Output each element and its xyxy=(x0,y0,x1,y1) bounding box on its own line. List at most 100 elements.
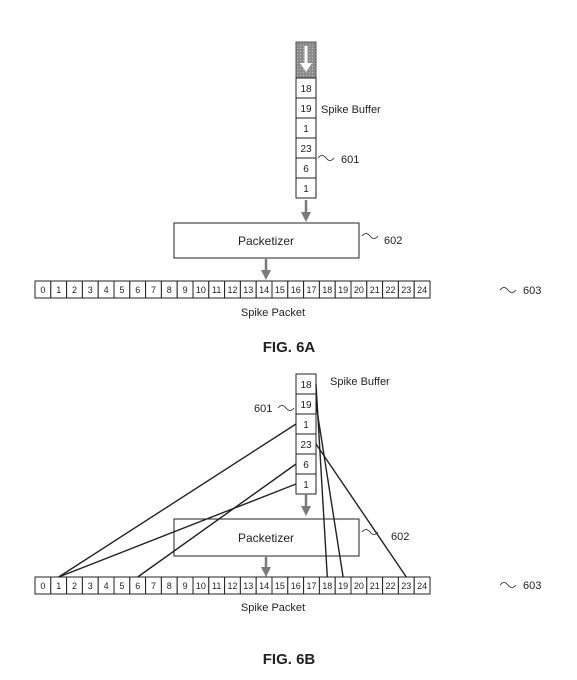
buffer-cell-value: 19 xyxy=(300,400,312,411)
buffer-cell-value: 18 xyxy=(300,380,312,391)
packet-cell: 7 xyxy=(145,576,162,595)
packet-cell: 13 xyxy=(239,280,257,299)
buffer-cell-value: 6 xyxy=(303,164,309,175)
packet-cell-value: 9 xyxy=(183,581,188,591)
buffer-cell: 18 xyxy=(295,373,317,395)
packet-cell: 17 xyxy=(303,576,320,595)
buffer-cell: 19 xyxy=(295,393,317,415)
packet-cell-value: 19 xyxy=(338,581,348,591)
packet-cell: 2 xyxy=(66,576,83,595)
packet-cell-value: 12 xyxy=(227,285,237,295)
spike-packet-label: Spike Packet xyxy=(241,307,305,319)
ref-601: 601 xyxy=(254,403,272,415)
spike-buffer-label: Spike Buffer xyxy=(321,104,381,116)
ref-leader-601 xyxy=(277,405,295,411)
buffer-cell: 18 xyxy=(295,77,317,99)
packet-cell: 20 xyxy=(350,280,368,299)
packetizer-box xyxy=(173,222,360,259)
packet-cell: 14 xyxy=(255,576,273,595)
packet-cell-value: 9 xyxy=(183,285,188,295)
packet-cell-value: 20 xyxy=(354,285,364,295)
packet-cell: 19 xyxy=(334,576,352,595)
packet-cell-value: 19 xyxy=(338,285,348,295)
packet-cell-value: 4 xyxy=(104,581,109,591)
packet-cell-value: 13 xyxy=(243,581,253,591)
packet-cell: 21 xyxy=(366,576,384,595)
packet-cell-value: 13 xyxy=(243,285,253,295)
packet-cell-value: 18 xyxy=(322,581,332,591)
packetizer-label: Packetizer xyxy=(238,234,294,248)
packet-cell: 0 xyxy=(34,576,52,595)
packet-cell-value: 8 xyxy=(167,285,172,295)
packet-cell-value: 22 xyxy=(385,581,395,591)
ref-leader-602 xyxy=(361,233,379,239)
buffer-cell-value: 1 xyxy=(303,420,309,431)
buffer-cell: 1 xyxy=(295,413,317,435)
packet-cell-value: 10 xyxy=(196,285,206,295)
packet-cell-value: 24 xyxy=(417,581,427,591)
packet-cell: 0 xyxy=(34,280,52,299)
packet-cell-value: 6 xyxy=(135,581,140,591)
figure-caption-6a: FIG. 6A xyxy=(263,339,316,356)
buffer-cell-value: 1 xyxy=(303,480,309,491)
buffer-cell: 23 xyxy=(295,137,317,159)
packet-cell: 22 xyxy=(382,280,399,299)
packet-cell-value: 8 xyxy=(167,581,172,591)
packet-cell-value: 21 xyxy=(370,285,380,295)
packet-cell-value: 11 xyxy=(212,285,221,295)
packet-cell: 14 xyxy=(255,280,273,299)
packet-cell-value: 17 xyxy=(306,581,316,591)
packet-cell: 13 xyxy=(239,576,257,595)
packet-cell: 16 xyxy=(287,576,305,595)
packet-cell: 18 xyxy=(318,280,336,299)
packet-cell-value: 12 xyxy=(227,581,237,591)
packet-cell-value: 23 xyxy=(401,285,411,295)
buffer-input-header xyxy=(295,41,317,79)
buffer-cell-value: 1 xyxy=(303,124,309,135)
spike-packet-label: Spike Packet xyxy=(241,602,305,614)
buffer-cell-value: 23 xyxy=(300,440,312,451)
packet-cell-value: 2 xyxy=(72,285,77,295)
packet-cell: 9 xyxy=(176,280,194,299)
packet-cell: 3 xyxy=(81,576,99,595)
packet-cell-value: 24 xyxy=(417,285,427,295)
packet-cell: 5 xyxy=(113,280,131,299)
packet-cell-value: 0 xyxy=(40,285,45,295)
ref-leader-603 xyxy=(499,287,517,293)
ref-603: 603 xyxy=(523,285,541,297)
packet-cell: 19 xyxy=(334,280,352,299)
arrow-packetizer-to-packet xyxy=(261,557,271,577)
packet-cell-value: 15 xyxy=(275,285,285,295)
packet-cell: 5 xyxy=(113,576,131,595)
packet-cell: 23 xyxy=(397,576,415,595)
packet-cell: 11 xyxy=(208,576,226,595)
packet-cell: 15 xyxy=(271,280,289,299)
buffer-cell-value: 23 xyxy=(300,144,312,155)
packet-cell-value: 5 xyxy=(119,285,124,295)
mapping-line xyxy=(58,483,297,578)
mapping-line xyxy=(315,443,407,578)
packet-cell: 23 xyxy=(397,280,415,299)
packet-cell: 21 xyxy=(366,280,384,299)
packet-cell: 4 xyxy=(97,576,115,595)
packet-cell-value: 7 xyxy=(151,285,156,295)
packet-cell: 9 xyxy=(176,576,194,595)
mapping-line xyxy=(58,423,297,578)
packet-cell: 15 xyxy=(271,576,289,595)
buffer-cell-value: 18 xyxy=(300,84,312,95)
packet-cell-value: 0 xyxy=(40,581,45,591)
packet-cell-value: 5 xyxy=(119,581,124,591)
packet-cell-value: 7 xyxy=(151,581,156,591)
packet-cell: 24 xyxy=(413,576,431,595)
packet-cell-value: 16 xyxy=(291,285,301,295)
buffer-cell-value: 1 xyxy=(303,184,309,195)
packet-cell: 6 xyxy=(129,576,147,595)
packet-cell: 7 xyxy=(145,280,162,299)
spike-buffer-label: Spike Buffer xyxy=(330,376,390,388)
packet-cell: 22 xyxy=(382,576,399,595)
ref-leader-603 xyxy=(499,582,517,588)
